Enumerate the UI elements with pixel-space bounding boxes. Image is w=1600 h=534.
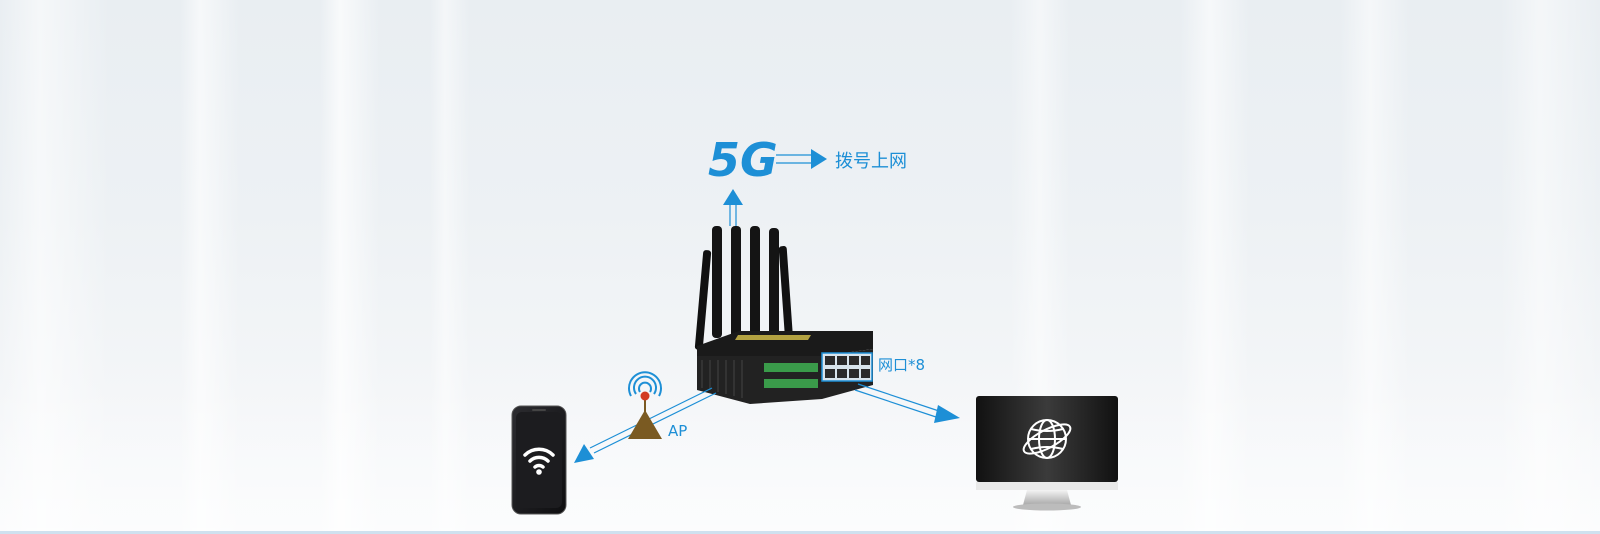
antenna-4 (750, 226, 760, 338)
monitor-base (1013, 503, 1081, 511)
router-top-stripe (735, 335, 811, 340)
arrow-to-phone-head (574, 444, 594, 463)
dial-arrow-head (811, 149, 827, 169)
uplink-arrow (723, 189, 743, 226)
5g-label-group: 5G 拨号上网 (708, 133, 907, 187)
antenna-5 (769, 228, 779, 338)
background-floor (0, 384, 1600, 534)
phone-speaker (532, 409, 546, 411)
ap-wave-outer (628, 371, 662, 397)
antenna-6 (778, 246, 794, 344)
5g-label: 5G (708, 133, 778, 187)
antenna-tower-icon (628, 371, 662, 439)
monitor-stand (1023, 490, 1071, 505)
monitor-chin (976, 482, 1118, 490)
uplink-arrow-head (723, 189, 743, 205)
ap-wave-mid (633, 375, 657, 395)
antenna-3 (731, 226, 741, 338)
ap-wave-inner (638, 381, 652, 393)
bottom-divider (0, 531, 1600, 534)
ap-label: AP (668, 422, 687, 440)
wifi-icon (523, 447, 555, 469)
globe-icon (1022, 419, 1072, 459)
antenna-2 (712, 226, 722, 338)
terminal-block-top (764, 363, 818, 372)
ports-label: 网口*8 (878, 356, 925, 374)
arrow-to-monitor (854, 383, 960, 423)
phone-screen (516, 412, 562, 508)
dial-up-label: 拨号上网 (835, 151, 907, 172)
monitor-icon (976, 396, 1118, 511)
smartphone-icon (511, 405, 567, 515)
ap-tower-base (628, 410, 662, 439)
router-icon (694, 226, 873, 404)
arrow-to-phone (574, 387, 717, 463)
antenna-1 (694, 250, 712, 350)
arrow-to-monitor-head (934, 405, 960, 423)
terminal-block-bottom (764, 379, 818, 388)
ap-tower-light (640, 391, 650, 401)
